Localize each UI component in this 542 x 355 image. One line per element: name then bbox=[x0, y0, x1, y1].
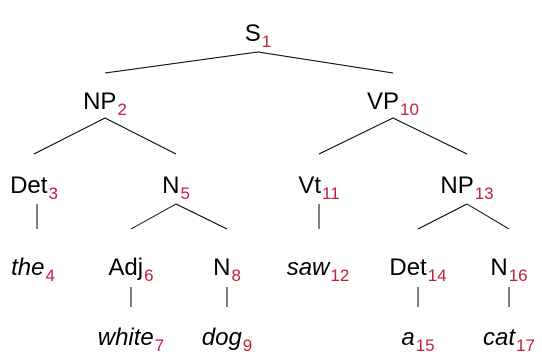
node-index: 10 bbox=[400, 100, 419, 119]
node-label: cat bbox=[483, 324, 516, 351]
word-cat: cat17 bbox=[483, 324, 535, 355]
node-adj-6: Adj6 bbox=[108, 254, 153, 285]
node-index: 11 bbox=[322, 184, 340, 203]
node-label: NP bbox=[83, 88, 117, 115]
node-label: N bbox=[162, 172, 180, 199]
node-label: dog bbox=[201, 324, 242, 351]
node-index: 8 bbox=[231, 266, 241, 285]
node-n-5: N5 bbox=[162, 172, 190, 203]
node-index: 14 bbox=[427, 266, 447, 285]
node-label: a bbox=[401, 324, 415, 351]
node-det-14: Det14 bbox=[389, 254, 446, 285]
node-label: Vt bbox=[298, 172, 322, 199]
word-white: white7 bbox=[97, 324, 165, 355]
node-label: N bbox=[490, 254, 508, 281]
node-index: 17 bbox=[516, 336, 535, 355]
node-n-16: N16 bbox=[490, 254, 527, 285]
node-det-3: Det3 bbox=[10, 172, 58, 203]
node-label: N bbox=[213, 254, 231, 281]
edge-s-vp10 bbox=[257, 51, 394, 74]
node-index: 1 bbox=[261, 32, 272, 51]
edge-n5-adj6 bbox=[130, 203, 177, 230]
node-np-2: NP2 bbox=[83, 88, 127, 119]
node-index: 16 bbox=[508, 266, 528, 285]
node-index: 13 bbox=[474, 184, 494, 203]
node-label: white bbox=[97, 324, 154, 351]
node-index: 15 bbox=[415, 336, 435, 355]
node-index: 9 bbox=[242, 336, 253, 355]
node-label: Adj bbox=[108, 254, 144, 281]
edge-vp10-np13 bbox=[392, 117, 468, 155]
node-label: VP bbox=[367, 88, 400, 115]
edge-s-np2 bbox=[104, 51, 259, 74]
node-vt-11: Vt11 bbox=[298, 172, 339, 203]
node-index: 3 bbox=[48, 184, 58, 203]
word-the: the4 bbox=[11, 254, 55, 285]
node-label: Det bbox=[389, 254, 427, 281]
edge-n5-n8 bbox=[175, 203, 228, 230]
edge-np2-det3 bbox=[33, 117, 106, 155]
edge-np13-n16 bbox=[466, 203, 510, 230]
node-index: 7 bbox=[154, 336, 165, 355]
node-n-8: N8 bbox=[213, 254, 241, 285]
word-a: a15 bbox=[401, 324, 434, 355]
node-index: 4 bbox=[45, 266, 55, 285]
word-saw: saw12 bbox=[286, 254, 350, 285]
node-label: NP bbox=[440, 172, 474, 199]
node-label: S bbox=[244, 20, 261, 47]
node-label: Det bbox=[10, 172, 48, 199]
edge-vp10-vt11 bbox=[318, 117, 394, 155]
node-index: 12 bbox=[330, 266, 350, 285]
node-label: saw bbox=[286, 254, 330, 281]
node-index: 2 bbox=[117, 100, 127, 119]
edge-np2-n5 bbox=[104, 117, 177, 155]
node-index: 5 bbox=[180, 184, 190, 203]
edge-np13-det14 bbox=[417, 203, 468, 230]
node-s: S1 bbox=[244, 20, 271, 51]
node-vp-10: VP10 bbox=[367, 88, 419, 119]
node-index: 6 bbox=[144, 266, 154, 285]
node-np-13: NP13 bbox=[440, 172, 493, 203]
word-dog: dog9 bbox=[201, 324, 253, 355]
node-label: the bbox=[11, 254, 45, 281]
